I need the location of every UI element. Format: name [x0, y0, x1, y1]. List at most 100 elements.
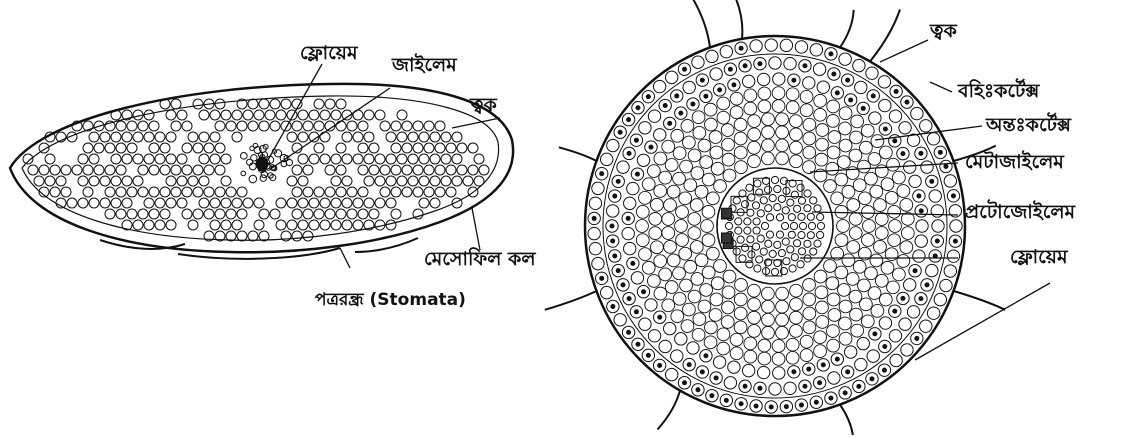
cell-nucleus	[843, 391, 847, 395]
stele-cell	[754, 265, 761, 272]
mesophyll-cell	[298, 132, 308, 142]
inner-cortex-cell	[885, 248, 898, 261]
mesophyll-cell	[204, 209, 214, 219]
mesophyll-cell	[413, 143, 423, 153]
mesophyll-cell	[358, 209, 368, 219]
leaf-label-epidermis: ত্বক	[470, 96, 497, 115]
outer-cortex-cell	[915, 235, 927, 247]
stele-cell	[776, 231, 783, 238]
inner-cortex-cell	[682, 303, 695, 316]
cell-nucleus	[691, 102, 695, 106]
inner-cortex-cell	[636, 205, 649, 218]
mesophyll-cell	[138, 187, 148, 197]
mesophyll-cell	[375, 198, 385, 208]
inner-cortex-cell	[721, 316, 734, 329]
inner-cortex-cell	[762, 326, 775, 339]
inner-cortex-cell	[790, 141, 803, 154]
mesophyll-cell	[133, 176, 143, 186]
inner-cortex-cell	[889, 220, 902, 233]
inner-cortex-cell	[803, 307, 816, 320]
inner-cortex-cell	[722, 138, 735, 151]
mesophyll-cell	[287, 176, 297, 186]
inner-cortex-cell	[688, 149, 701, 162]
inner-cortex-cell	[711, 162, 724, 175]
cell-nucleus	[679, 111, 683, 115]
stele-cell	[799, 222, 806, 229]
outer-cortex-cell	[631, 272, 643, 284]
mesophyll-cell	[226, 121, 236, 131]
inner-cortex-cell	[734, 132, 747, 145]
inner-cortex-cell	[776, 113, 789, 126]
mesophyll-cell	[210, 220, 220, 230]
inner-cortex-cell	[748, 141, 761, 154]
mesophyll-cell	[171, 187, 181, 197]
inner-cortex-cell	[717, 111, 730, 124]
stele-cell	[739, 255, 746, 262]
mesophyll-cell	[182, 143, 192, 153]
outer-cortex-cell	[757, 73, 769, 85]
mesophyll-cell	[45, 176, 55, 186]
root-hair	[870, 9, 900, 61]
mesophyll-cell	[320, 220, 330, 230]
stele-cell	[782, 238, 789, 245]
mesophyll-cell	[331, 176, 341, 186]
inner-cortex-cell	[649, 227, 662, 240]
mesophyll-cell	[276, 198, 286, 208]
outer-cortex-cell	[817, 81, 829, 93]
cell-nucleus	[807, 367, 811, 371]
stele-cell	[747, 209, 754, 216]
inner-cortex-cell	[654, 255, 667, 268]
outer-cortex-cell	[664, 322, 676, 334]
cell-nucleus	[658, 363, 662, 367]
inner-cortex-cell	[874, 199, 887, 212]
mesophyll-cell	[292, 121, 302, 131]
outer-cortex-cell	[592, 182, 604, 194]
outer-cortex-cell	[911, 107, 923, 119]
cell-nucleus	[631, 261, 635, 265]
outer-cortex-cell	[742, 75, 754, 87]
cell-nucleus	[739, 402, 743, 406]
mesophyll-cell	[50, 165, 60, 175]
inner-cortex-cell	[730, 333, 743, 346]
protoxylem-vessel	[722, 208, 732, 218]
mesophyll-cell	[419, 132, 429, 142]
cell-nucleus	[917, 194, 921, 198]
mesophyll-cell	[89, 176, 99, 186]
root-hair	[559, 147, 597, 161]
mesophyll-cell	[457, 143, 467, 153]
mesophyll-cell	[391, 165, 401, 175]
cell-nucleus	[905, 100, 909, 104]
mesophyll-cell	[309, 154, 319, 164]
inner-cortex-cell	[692, 111, 705, 124]
inner-cortex-cell	[776, 326, 789, 339]
mesophyll-cell	[457, 165, 467, 175]
mesophyll-cell	[100, 198, 110, 208]
inner-cortex-cell	[664, 240, 677, 253]
inner-cortex-cell	[892, 171, 905, 184]
mesophyll-cell	[215, 187, 225, 197]
mesophyll-cell	[336, 165, 346, 175]
inner-cortex-cell	[790, 298, 803, 311]
mesophyll-cell	[435, 143, 445, 153]
leaf-label-xylem: জাইলেম	[392, 56, 457, 75]
cell-nucleus	[754, 404, 758, 408]
inner-cortex-cell	[671, 310, 684, 323]
root-hair	[840, 10, 854, 48]
mesophyll-cell	[138, 165, 148, 175]
inner-cortex-cell	[871, 135, 884, 148]
mesophyll-cell	[171, 121, 181, 131]
mesophyll-cell	[193, 165, 203, 175]
inner-cortex-cell	[650, 241, 663, 254]
cell-nucleus	[930, 179, 934, 183]
mesophyll-cell	[474, 154, 484, 164]
cell-nucleus	[951, 194, 955, 198]
cell-nucleus	[883, 127, 887, 131]
outer-cortex-cell	[769, 383, 781, 395]
mesophyll-cell	[215, 209, 225, 219]
outer-cortex-cell	[947, 250, 959, 262]
inner-cortex-cell	[826, 277, 839, 290]
root-label-inner-cortex: অন্তঃকর্টেক্স	[986, 116, 1071, 135]
mesophyll-cell	[171, 99, 181, 109]
stele-cell	[791, 191, 798, 198]
inner-cortex-cell	[734, 321, 747, 334]
